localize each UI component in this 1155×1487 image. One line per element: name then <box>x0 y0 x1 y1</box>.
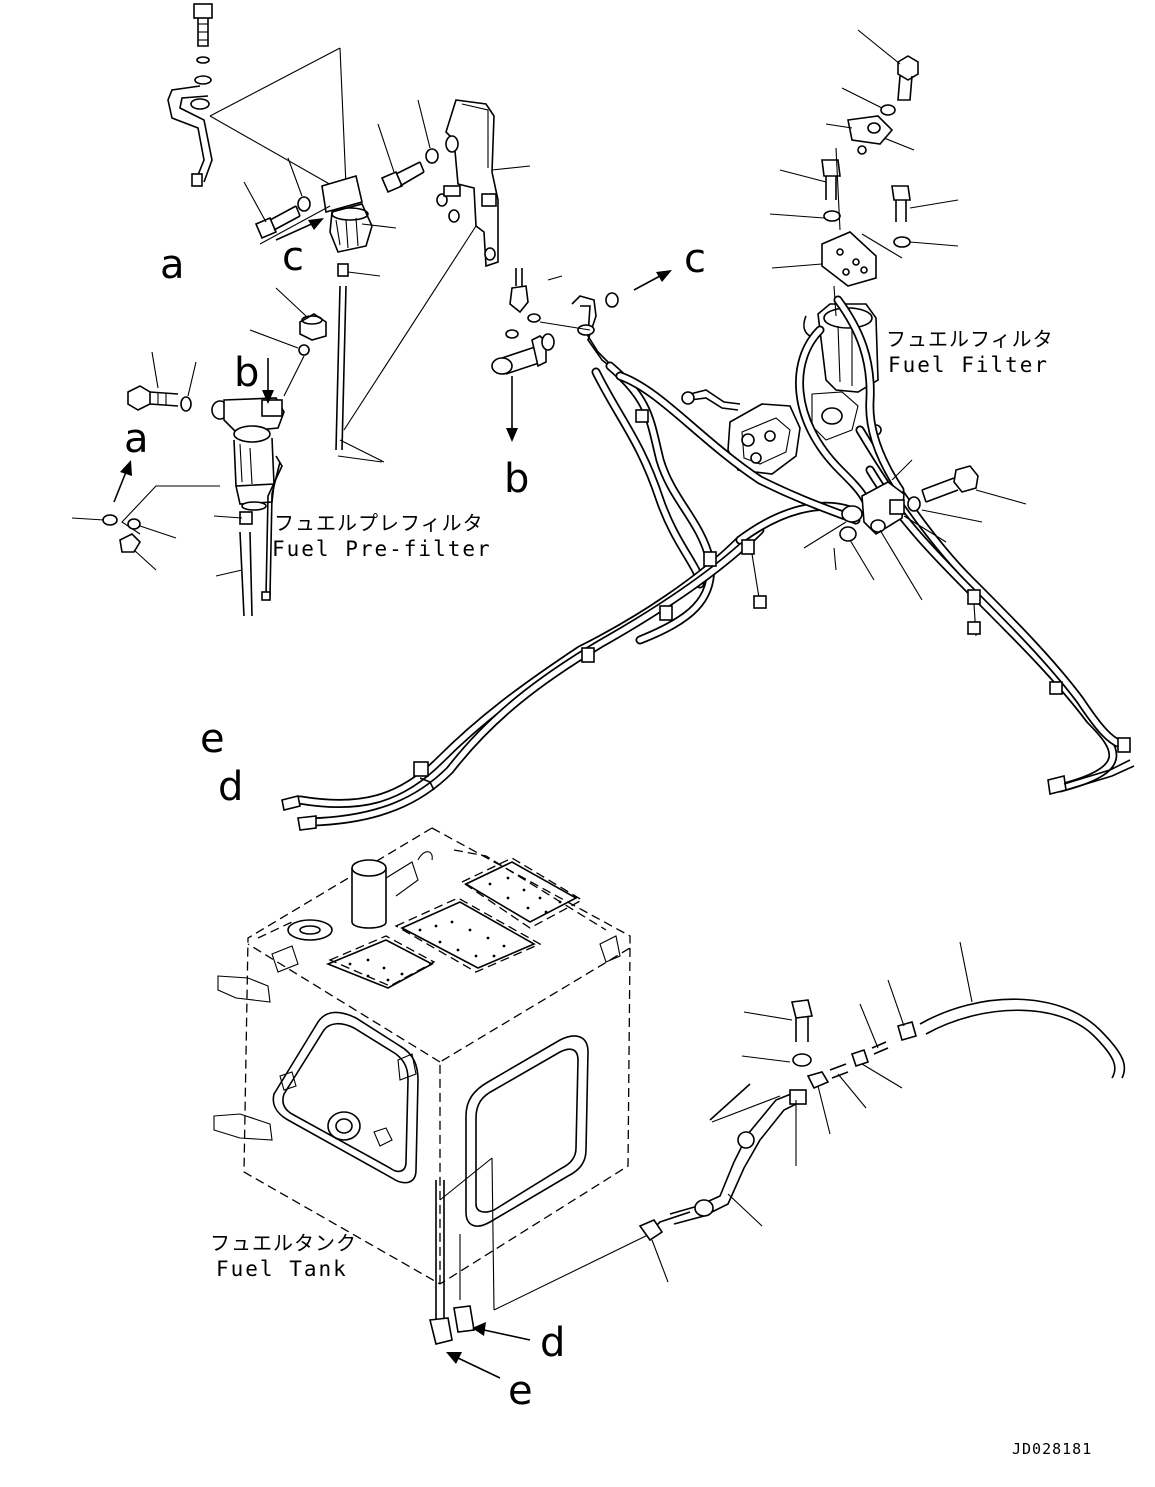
marker-d-bottom: d <box>540 1320 565 1366</box>
fuel-hoses <box>281 295 1135 831</box>
marker-c-right: c <box>684 236 706 282</box>
fuel-filter-label-en: Fuel Filter <box>888 353 1049 377</box>
plate-dots <box>348 876 562 982</box>
marker-e-bottom: e <box>508 1368 533 1414</box>
marker-d-top: d <box>218 764 243 810</box>
hose-clamp-bracket <box>803 459 1027 601</box>
fuel-prefilter-label-en: Fuel Pre-filter <box>272 537 492 561</box>
fuel-prefilter-label-jp: フュエルプレフィルタ <box>274 511 484 535</box>
leader-lines <box>337 455 383 463</box>
marker-e-top: e <box>200 716 225 762</box>
prefilter-upper-assembly <box>167 3 439 451</box>
fuel-tank-label-jp: フュエルタンク <box>210 1231 357 1255</box>
return-pipe-assembly <box>638 941 1126 1283</box>
fuel-filter-label-jp: フュエルフィルタ <box>886 327 1054 351</box>
fuel-prefilter <box>71 287 327 617</box>
center-fittings <box>491 268 672 442</box>
marker-b-mid: b <box>504 456 529 502</box>
injection-pump <box>681 389 882 475</box>
marker-a-mid: a <box>124 416 149 462</box>
fuel-tank <box>213 827 655 1379</box>
drawing-code: JD028181 <box>1012 1440 1092 1458</box>
main-fuel-filter <box>769 29 959 393</box>
marker-c-left: c <box>282 234 304 280</box>
marker-a-top: a <box>160 242 185 288</box>
fuel-tank-label-en: Fuel Tank <box>216 1257 348 1281</box>
prefilter-bracket <box>339 99 531 463</box>
marker-b-top: b <box>234 350 259 396</box>
